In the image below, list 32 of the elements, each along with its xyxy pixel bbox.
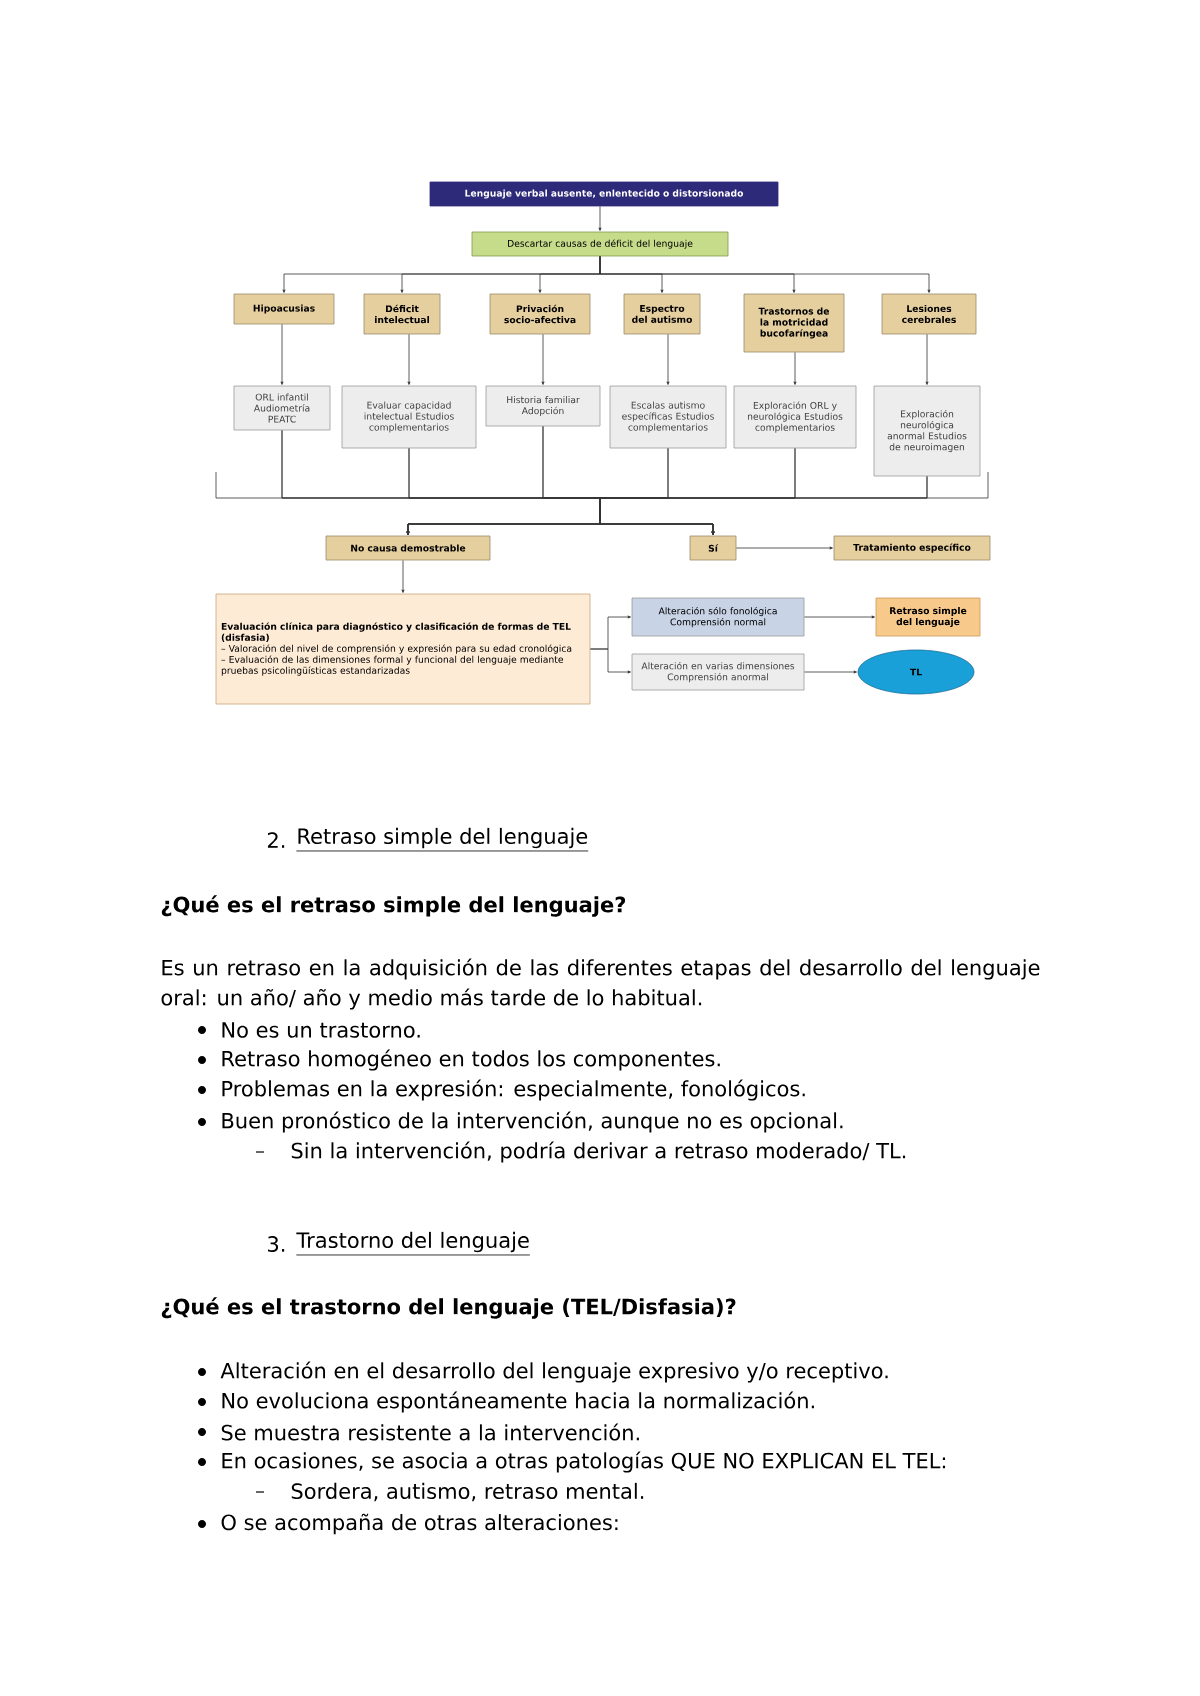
list-item: Sin la intervención, podría derivar a retraso moderado/ TL.: [291, 1141, 906, 1163]
list-item: Alteración en el desarrollo del lenguaje expresivo y/o receptivo.: [220, 1361, 888, 1383]
question-heading: ¿Qué es el trastorno del lenguaje (TEL/Disfasia)?: [161, 1297, 736, 1319]
list-item: Se muestra resistente a la intervención.: [221, 1423, 639, 1441]
list-item: Buen pronóstico de la intervención, aunque no es opcional.: [222, 1111, 843, 1133]
arrow: [736, 546, 833, 550]
list-item: Sordera, autismo, retraso mental.: [291, 1482, 644, 1502]
arrow: [804, 670, 857, 674]
arrow: [401, 560, 405, 593]
arrow: [925, 334, 929, 385]
arrow: [793, 352, 797, 385]
section-number: 3.: [268, 1236, 285, 1252]
list-item: No evoluciona espontáneamente hacia la normalización.: [222, 1391, 814, 1413]
arrow: [541, 334, 545, 385]
list-item: Problemas en la expresión: especialmente, fonológicos.: [222, 1079, 805, 1101]
paragraph: Es un retraso en la adquisición de las diferentes etapas del desarrollo del lenguaje oral: un año/ año y medio más tarde de lo habitual.: [161, 958, 1040, 1010]
section-heading: Retraso simple del lenguaje: [296, 827, 589, 852]
list-item: En ocasiones, se asocia a otras patologías QUE NO EXPLICAN EL TEL:: [222, 1451, 946, 1473]
arrow: [280, 324, 284, 385]
arrow: [598, 206, 602, 231]
section-number: 2.: [267, 832, 285, 848]
arrow: [599, 476, 928, 535]
arrow: [804, 615, 875, 619]
arrow: [407, 334, 411, 385]
arrow: [590, 648, 631, 674]
list-item: No es un trastorno.: [222, 1022, 420, 1038]
arrow: [666, 334, 670, 385]
question-heading: ¿Qué es el retraso simple del lenguaje?: [161, 895, 626, 917]
section-heading: Trastorno del lenguaje: [296, 1231, 531, 1256]
list-item: O se acompaña de otras alteraciones:: [221, 1513, 618, 1535]
list-item: Retraso homogéneo en todos los componentes.: [222, 1049, 720, 1071]
arrow: [599, 256, 931, 293]
